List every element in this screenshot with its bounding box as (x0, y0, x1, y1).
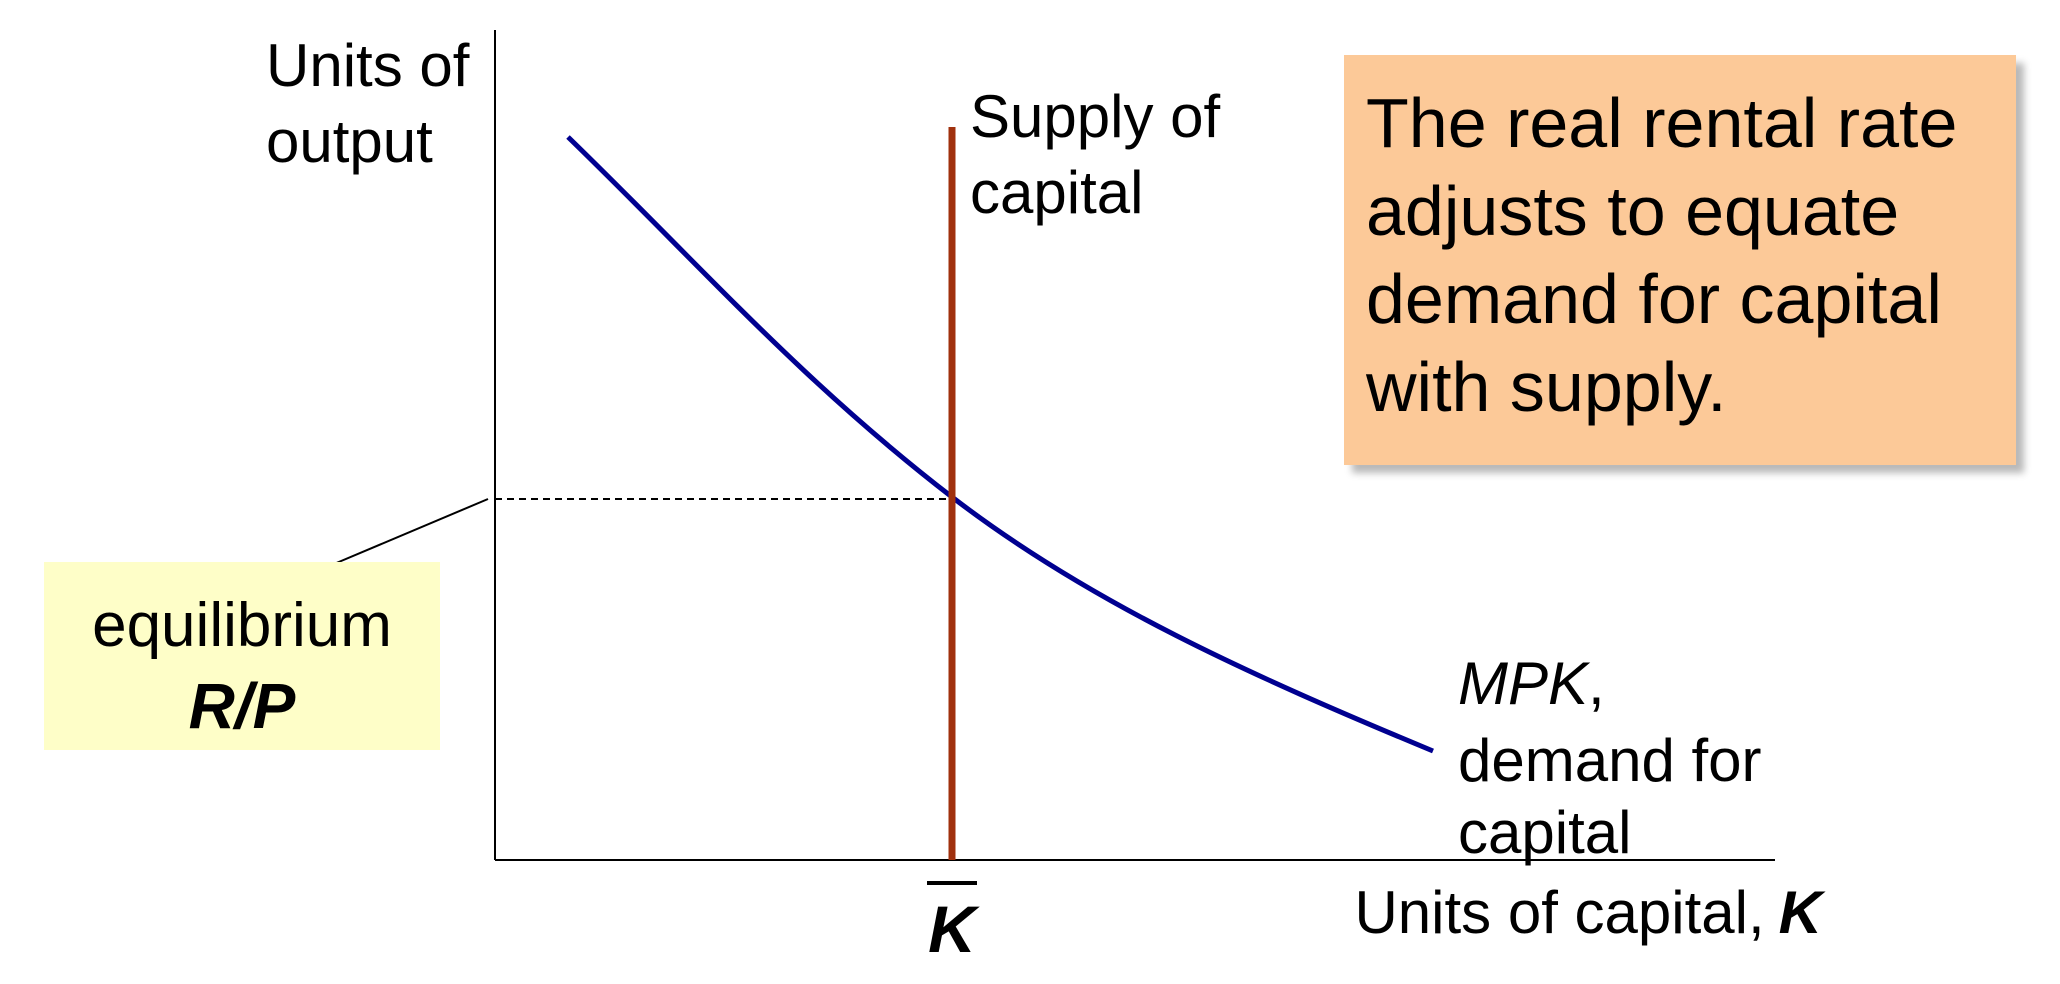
equilibrium-label-rp: R/P (188, 670, 296, 742)
explanation-callout: The real rental rate adjusts to equate d… (1344, 55, 2016, 465)
supply-label-line1: Supply of (970, 83, 1220, 150)
demand-label-line1: MPK, (1458, 650, 1605, 717)
x-axis-label-text: Units of capital, (1354, 879, 1764, 946)
x-axis-label: Units of capital,K (1354, 879, 1825, 946)
demand-label-line3: capital (1458, 799, 1631, 866)
equilibrium-connector-line (333, 498, 489, 565)
y-axis-label-line1: Units of (266, 32, 470, 99)
demand-label-mpk: MPK (1458, 650, 1591, 717)
demand-curve-mpk (566, 135, 1434, 754)
equilibrium-label-line1: equilibrium (92, 591, 392, 660)
k-bar-tick-label: K (928, 892, 980, 966)
equilibrium-label-box: equilibrium R/P (44, 562, 440, 750)
supply-label-line2: capital (970, 159, 1143, 226)
x-axis-label-symbol: K (1779, 879, 1826, 946)
demand-label-line2: demand for (1458, 727, 1762, 794)
callout-text: The real rental rate adjusts to equate d… (1366, 84, 1958, 426)
y-axis-label-line2: output (266, 108, 433, 175)
demand-label-comma: , (1588, 650, 1605, 717)
